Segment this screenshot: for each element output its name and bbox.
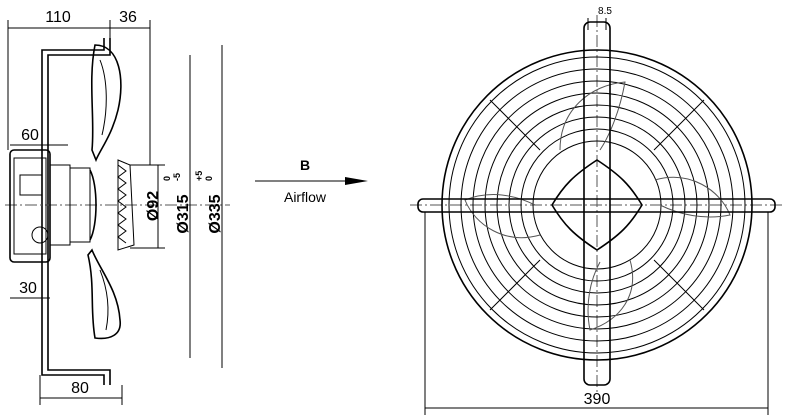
hub: [117, 159, 135, 251]
guard-tol-upper: 0: [162, 176, 172, 181]
airflow-label: Airflow: [284, 189, 327, 205]
dim-overall-width: 390: [584, 391, 611, 408]
fan-blades: [87, 44, 122, 340]
dim-36: 36: [119, 9, 137, 26]
outer-tol-upper: +5: [194, 171, 204, 181]
dim-110: 110: [45, 9, 71, 26]
airflow-arrow-icon: [345, 177, 368, 185]
dim-bar-width: 8.5: [598, 6, 612, 17]
guard-spokes: [489, 99, 705, 311]
motor: [9, 149, 91, 263]
outer-tol-lower: 0: [204, 176, 214, 181]
horizontal-mounting-bar: [417, 198, 776, 213]
dim-guard-diameter: Ø315: [175, 194, 192, 233]
dim-30: 30: [19, 280, 37, 297]
dim-60: 60: [21, 127, 39, 144]
dim-80: 80: [71, 380, 89, 397]
dimension-lines: [7, 20, 223, 405]
mounting-plate: [47, 38, 111, 385]
dim-hub-diameter: Ø92: [145, 191, 162, 221]
guard-tol-lower: -5: [172, 173, 182, 181]
airflow-indicator: B Airflow: [255, 157, 368, 205]
guard-rings: [441, 49, 753, 361]
hub-diamond: [551, 159, 643, 251]
front-view: 8.5 390: [410, 6, 785, 415]
airflow-direction-label: B: [300, 157, 310, 173]
dim-outer-diameter: Ø335: [207, 194, 224, 233]
vertical-mounting-bar: [583, 21, 611, 386]
side-view: 110 36 60 30 80 Ø92 Ø315 0 -5 Ø335 +5 0: [5, 9, 230, 405]
